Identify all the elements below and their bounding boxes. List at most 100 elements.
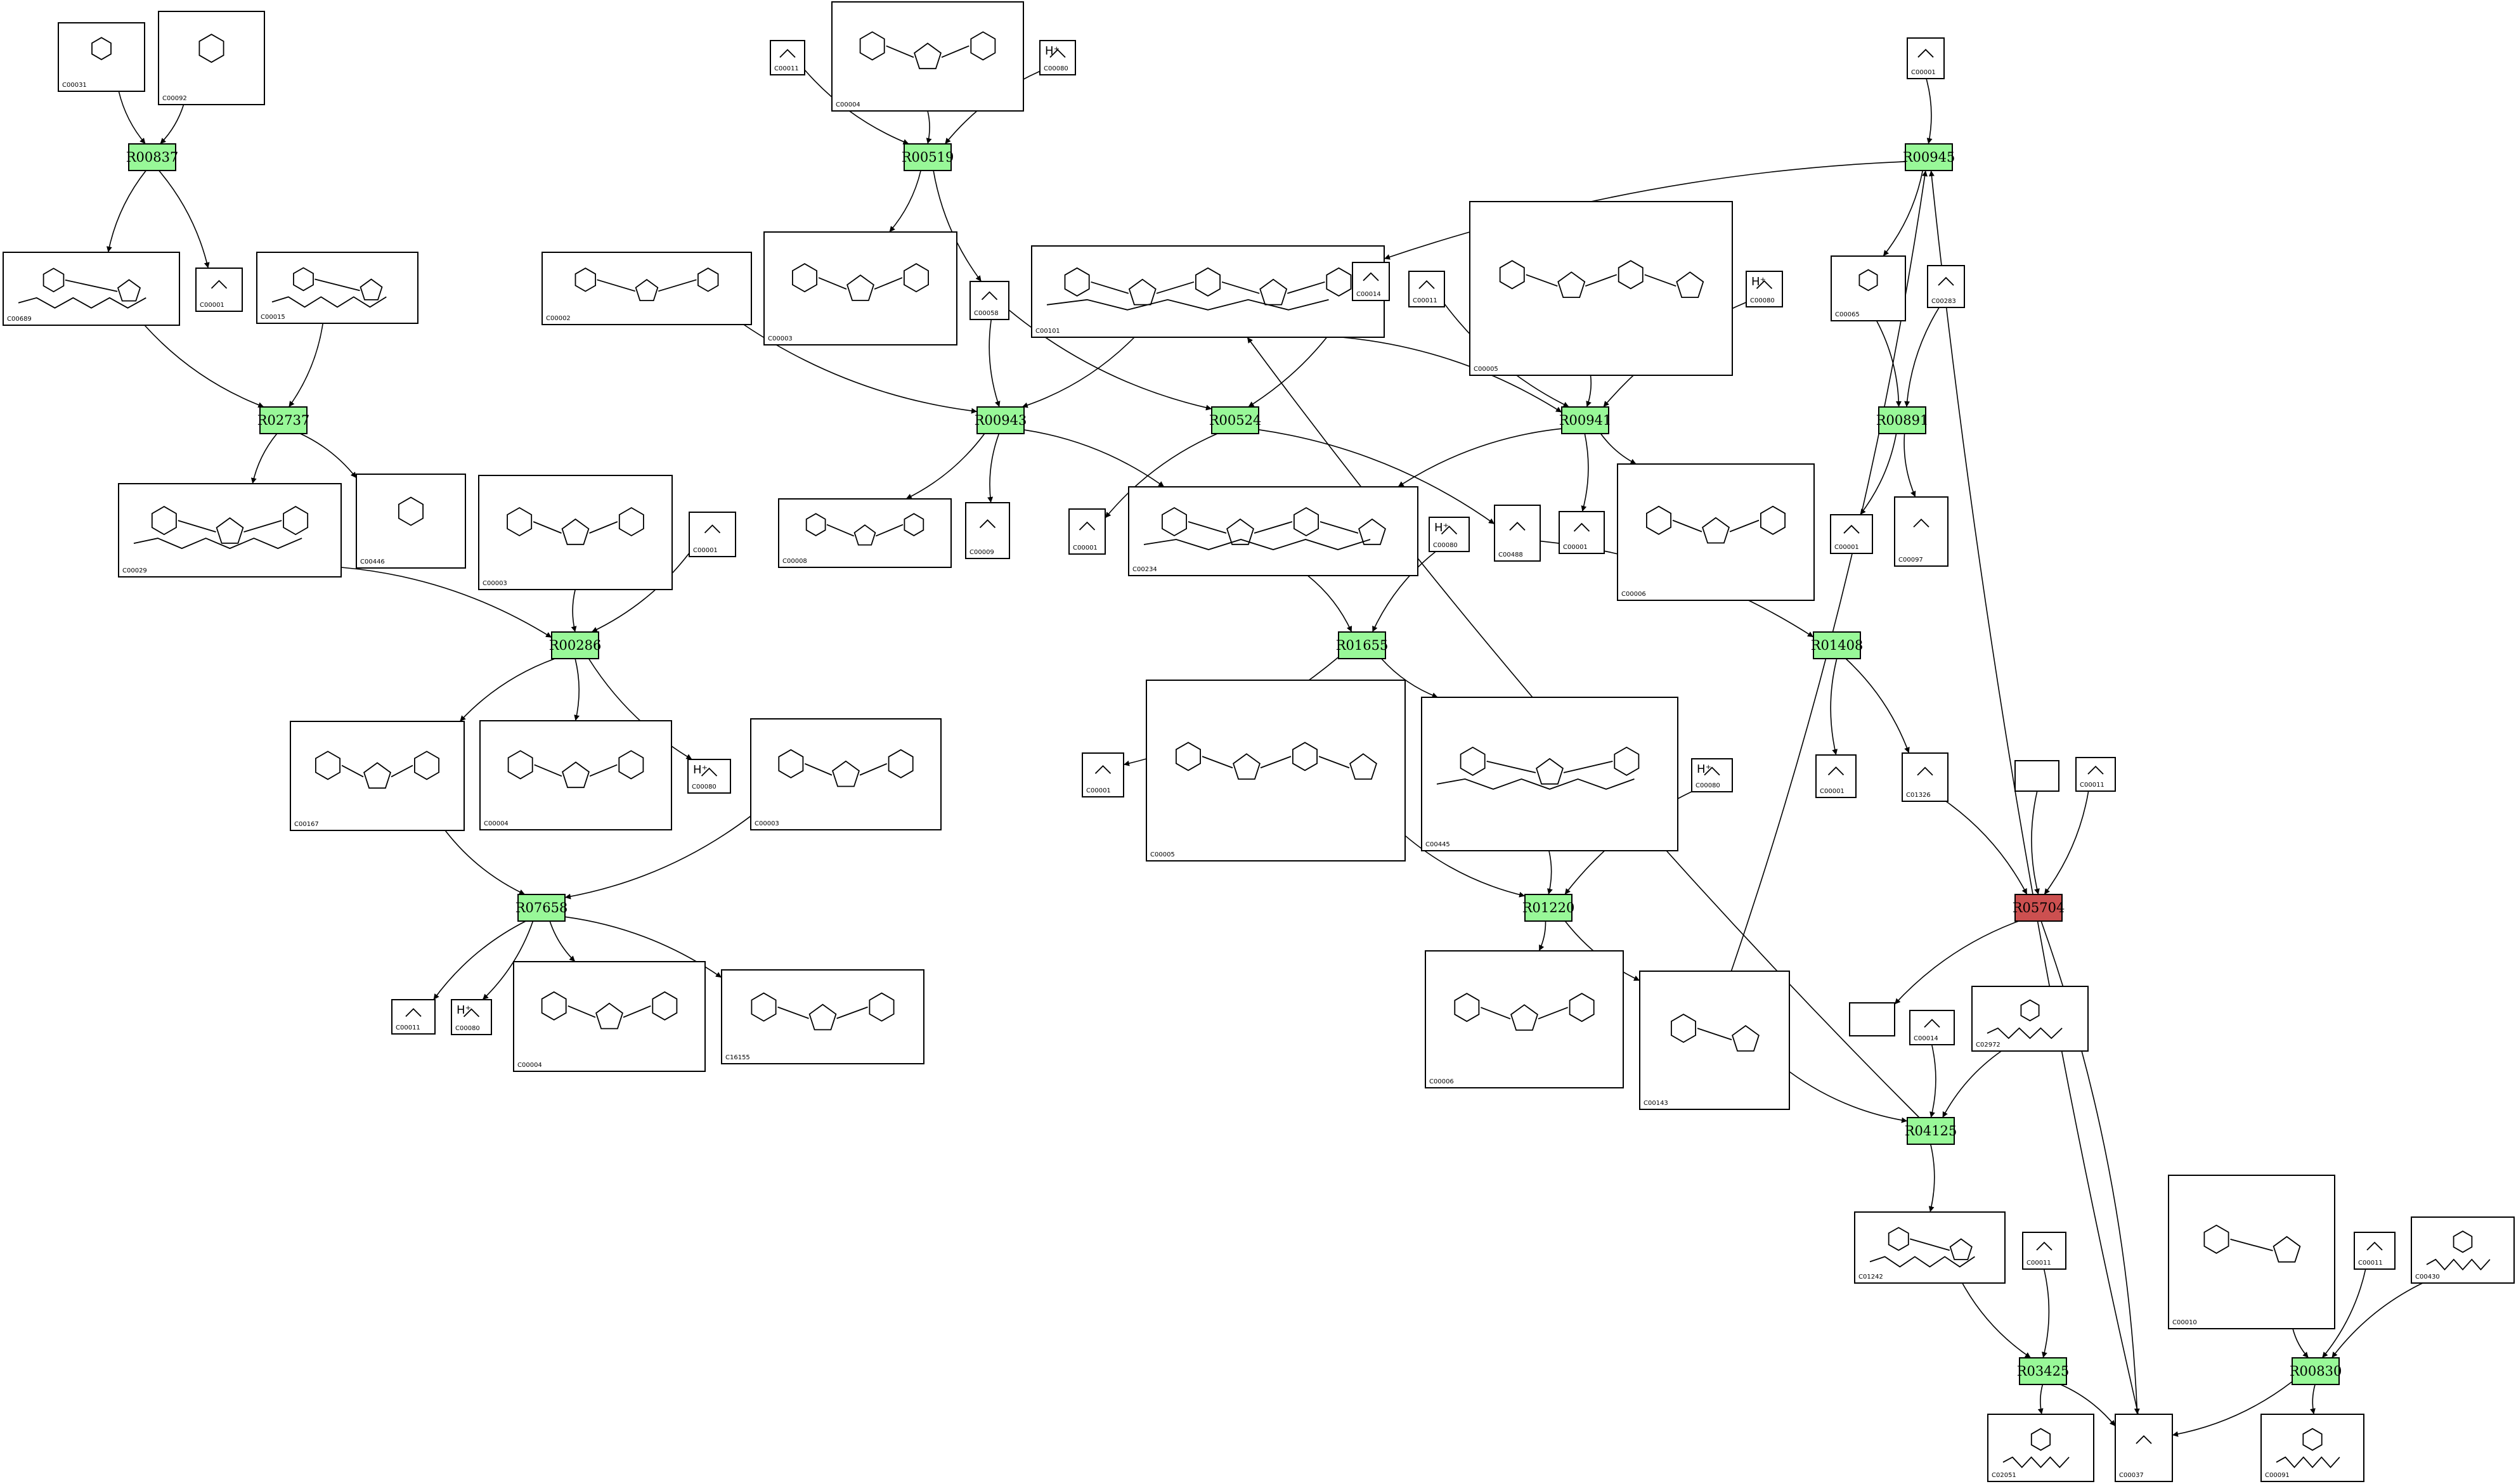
compound-node[interactable]: C00091 [2260, 1414, 2364, 1482]
reaction-node[interactable]: R00837 [126, 143, 179, 171]
compound-node[interactable]: C00011 [2075, 757, 2116, 792]
compound-node[interactable]: C16155 [721, 969, 924, 1064]
compound-node[interactable]: C00001 [1559, 511, 1605, 554]
compound-node[interactable]: C00008 [778, 498, 952, 568]
reaction-node[interactable]: R00524 [1209, 406, 1262, 434]
reaction-node[interactable]: R00891 [1876, 406, 1929, 434]
compound-box [1909, 1010, 1955, 1045]
compound-node[interactable]: H⁺C00080 [1429, 517, 1470, 552]
compound-node[interactable]: C00009 [965, 502, 1010, 559]
reaction-edge [1341, 337, 1562, 413]
compound-box [689, 512, 736, 557]
compound-node[interactable]: C00014 [1909, 1010, 1955, 1045]
compound-node[interactable]: C00011 [2022, 1232, 2066, 1270]
compound-node[interactable]: C00015 [256, 252, 418, 324]
compound-node[interactable]: C00167 [290, 721, 465, 831]
compound-node[interactable]: C02972 [1971, 986, 2089, 1052]
reaction-edge [2321, 1268, 2366, 1358]
compound-node[interactable]: C00065 [1831, 255, 1906, 321]
compound-node[interactable]: C00004 [479, 720, 672, 830]
reaction-edge [2060, 1384, 2116, 1427]
compound-node[interactable]: C00014 [1352, 262, 1390, 301]
compound-node[interactable]: C00011 [770, 40, 805, 75]
compound-node[interactable]: C00001 [1815, 754, 1857, 798]
compound-node[interactable]: C00004 [831, 1, 1024, 112]
compound-node[interactable]: C00004 [513, 961, 706, 1072]
bond-line [2136, 1435, 2152, 1444]
compound-node[interactable]: C00097 [1894, 496, 1949, 567]
compound-node[interactable]: H⁺C00080 [1746, 271, 1783, 307]
compound-node[interactable]: C00005 [1469, 201, 1733, 376]
reaction-node[interactable]: R00945 [1903, 143, 1955, 171]
reaction-node[interactable]: R04125 [1905, 1117, 1957, 1145]
compound-node[interactable]: C00446 [356, 474, 466, 569]
reaction-edge [574, 658, 580, 721]
compound-node[interactable]: C00092 [158, 11, 265, 105]
compound-box [1971, 986, 2089, 1052]
bond-line [2087, 765, 2104, 775]
compound-node[interactable]: C00234 [1128, 486, 1418, 576]
compound-node[interactable]: C00031 [58, 22, 145, 92]
reaction-edge [1928, 1144, 1935, 1213]
compound-box [1907, 37, 1945, 79]
compound-node[interactable]: C00058 [969, 281, 1009, 320]
reaction-node[interactable]: R07658 [516, 894, 568, 922]
compound-node[interactable]: C01242 [1854, 1211, 2006, 1284]
compound-node[interactable]: C00011 [391, 999, 436, 1035]
reaction-node[interactable]: R02737 [257, 406, 310, 434]
compound-node[interactable]: C00001 [195, 268, 243, 312]
compound-node[interactable]: C00488 [1494, 505, 1541, 562]
reaction-node[interactable]: R00519 [902, 143, 954, 171]
bond-line [836, 1006, 868, 1019]
reaction-edge [2042, 1268, 2050, 1358]
ring-structure [1176, 742, 1201, 771]
reaction-node[interactable]: R00941 [1559, 406, 1612, 434]
compound-node[interactable]: C00003 [478, 475, 673, 590]
compound-node[interactable]: C00003 [750, 718, 942, 830]
compound-node[interactable]: H⁺C00080 [1039, 40, 1076, 75]
compound-node[interactable]: C00010 [2168, 1175, 2335, 1329]
reaction-node[interactable]: R05704 [2013, 894, 2065, 922]
compound-node[interactable]: C02051 [1987, 1414, 2094, 1482]
compound-node[interactable]: C00001 [1907, 37, 1945, 79]
compound-node[interactable]: C00101 [1031, 245, 1385, 338]
compound-node[interactable]: C00003 [763, 231, 957, 345]
reaction-edge [1381, 658, 1438, 698]
compound-node[interactable]: C00143 [1639, 971, 1790, 1110]
compound-node[interactable]: C00002 [541, 252, 752, 325]
compound-node[interactable]: C00689 [3, 252, 180, 326]
compound-box [1352, 262, 1390, 301]
compound-box [290, 721, 465, 831]
compound-node[interactable]: C01326 [1902, 752, 1949, 802]
compound-node[interactable]: C00001 [1830, 514, 1873, 554]
reaction-node[interactable]: R01220 [1522, 894, 1575, 922]
compound-node[interactable]: H⁺C00080 [1691, 758, 1733, 792]
compound-node[interactable]: C00283 [1927, 265, 1965, 308]
ring-structure [42, 268, 65, 293]
compound-node[interactable]: C00011 [2354, 1232, 2396, 1270]
compound-node[interactable]: C00445 [1421, 697, 1678, 851]
compound-node[interactable]: C00430 [2411, 1216, 2515, 1284]
compound-node[interactable]: C00001 [1068, 508, 1106, 555]
compound-node[interactable]: C00037 [2115, 1414, 2173, 1482]
reaction-node[interactable]: R01655 [1336, 631, 1389, 659]
reaction-edge [288, 323, 323, 408]
compound-node[interactable]: C00006 [1617, 463, 1815, 601]
reaction-node[interactable]: R03425 [2017, 1357, 2070, 1385]
compound-node[interactable]: C00006 [1425, 950, 1624, 1088]
reaction-node[interactable]: R00286 [549, 631, 602, 659]
compound-node[interactable]: C00029 [118, 483, 342, 577]
compound-node[interactable]: C00005 [1146, 680, 1406, 861]
compound-node[interactable]: H⁺C00080 [451, 999, 492, 1035]
compound-node[interactable]: C00001 [1082, 752, 1124, 797]
reaction-node[interactable]: R01408 [1811, 631, 1864, 659]
compound-node[interactable]: H⁺C00080 [687, 759, 731, 794]
compound-node[interactable] [2014, 760, 2059, 792]
compound-node[interactable] [1849, 1002, 1895, 1036]
compound-box [1425, 950, 1624, 1088]
compound-node[interactable]: C00011 [1408, 271, 1445, 307]
reaction-node[interactable]: R00943 [975, 406, 1027, 434]
reaction-edge [2292, 1328, 2309, 1358]
compound-node[interactable]: C00001 [689, 512, 736, 557]
reaction-node[interactable]: R00830 [2290, 1357, 2342, 1385]
